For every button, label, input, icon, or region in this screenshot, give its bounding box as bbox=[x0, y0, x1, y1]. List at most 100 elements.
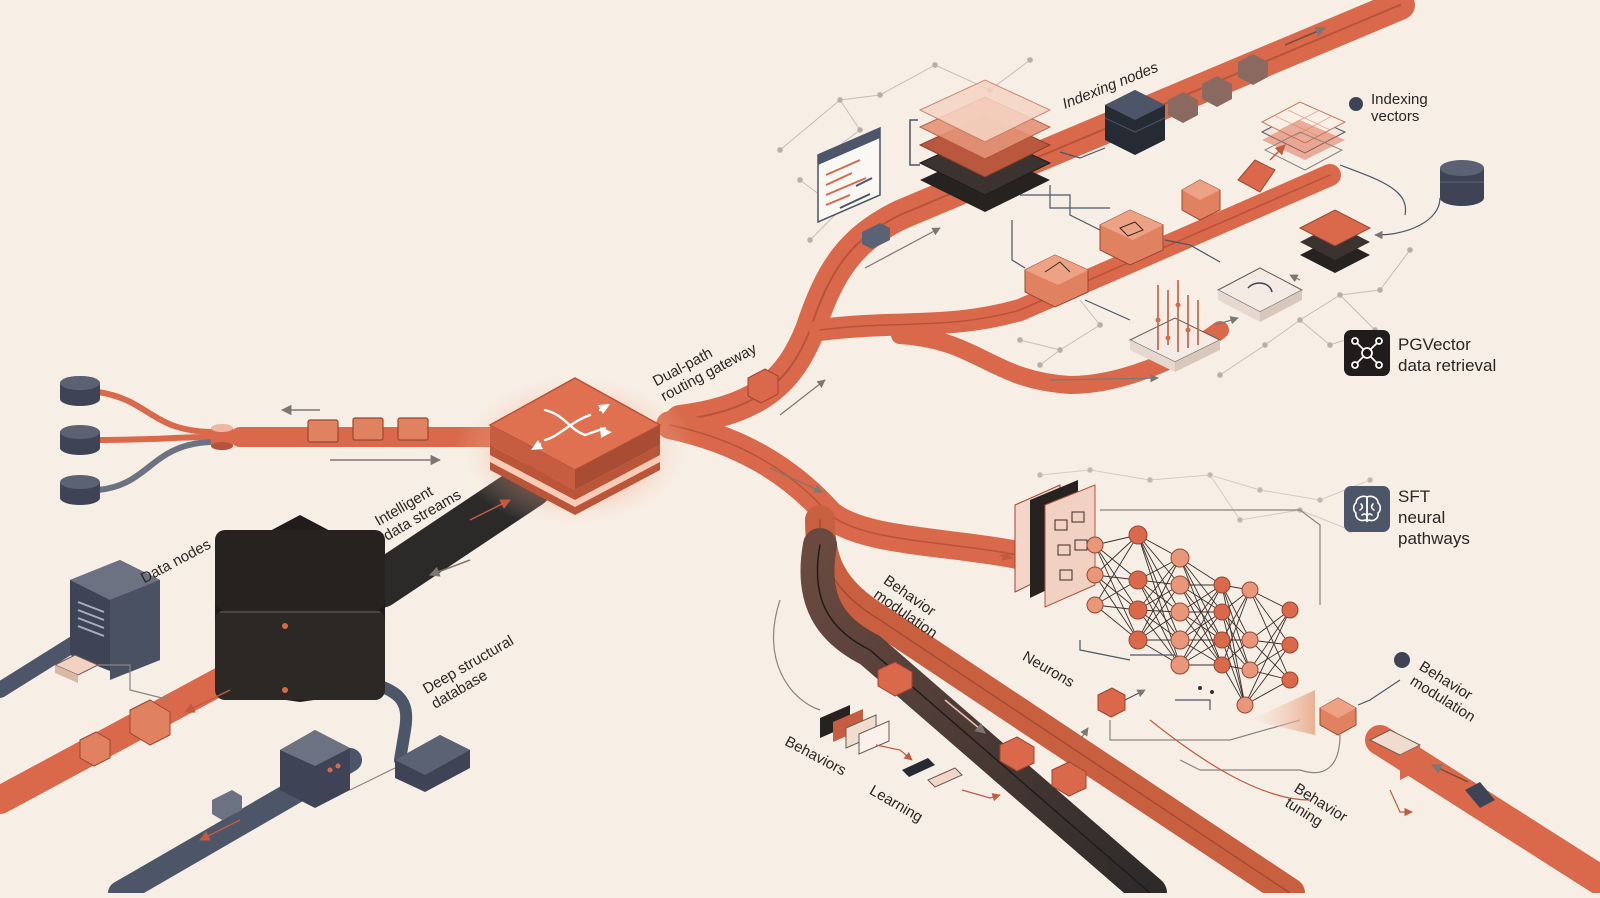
flow-arrow bbox=[184, 689, 231, 713]
neuron-connection bbox=[1179, 584, 1223, 666]
connector-line bbox=[1049, 185, 1110, 209]
gateway-box bbox=[280, 730, 350, 808]
neuron-connection bbox=[1137, 557, 1181, 641]
neuron-connection bbox=[1137, 557, 1181, 611]
flow-arrow bbox=[769, 467, 823, 493]
data-server-tower bbox=[70, 560, 160, 680]
layer-panels bbox=[1014, 480, 1096, 608]
neuron-brackets bbox=[1079, 640, 1211, 710]
neural-network bbox=[1086, 525, 1299, 714]
network-switch bbox=[395, 735, 470, 792]
process-cubes bbox=[1024, 179, 1221, 308]
neuron-node bbox=[1170, 575, 1190, 595]
neuron-node bbox=[1170, 630, 1190, 650]
ellipsis-dot bbox=[1198, 686, 1202, 690]
database-icon bbox=[60, 475, 100, 505]
connector-line bbox=[1109, 719, 1301, 741]
pipe-packets bbox=[747, 223, 890, 404]
small-stack bbox=[1298, 209, 1372, 273]
vector-grid-plate bbox=[1260, 101, 1347, 171]
flow-arrow bbox=[469, 499, 511, 521]
pipe-packets bbox=[79, 699, 171, 767]
connector-line bbox=[1339, 164, 1407, 216]
behavior-cards bbox=[820, 705, 890, 755]
neuron-node bbox=[1128, 525, 1148, 545]
neuron-connection bbox=[1179, 611, 1223, 666]
neuron-node bbox=[1281, 601, 1299, 619]
vector-bar-plate bbox=[1128, 280, 1222, 372]
network-hub-icon bbox=[1351, 337, 1383, 369]
connector-line bbox=[1124, 689, 1146, 701]
pipe-packets bbox=[1168, 54, 1268, 123]
flow-arrow bbox=[779, 379, 826, 416]
bracket-line bbox=[909, 119, 920, 166]
frame-line bbox=[1100, 509, 1321, 605]
envelope-packet bbox=[212, 790, 242, 820]
label-sft-neural-pathways: SFT neural pathways bbox=[1398, 487, 1470, 548]
neuron-connection bbox=[1249, 589, 1291, 681]
neuron-node bbox=[1281, 636, 1299, 654]
connector-line bbox=[1389, 789, 1413, 817]
routing-diamond bbox=[1237, 159, 1276, 193]
modulation-cube bbox=[1319, 697, 1357, 736]
neuron-connection bbox=[1137, 534, 1181, 613]
indexing-vectors-dot bbox=[1349, 97, 1363, 111]
neuron-connection bbox=[1244, 679, 1291, 706]
neuron-connection bbox=[1137, 579, 1181, 666]
flow-arrow bbox=[961, 789, 1001, 802]
neuron-connection bbox=[1179, 584, 1223, 641]
sft-icon-box bbox=[1344, 486, 1390, 532]
database-icon bbox=[60, 376, 100, 406]
neuron-connection bbox=[1221, 589, 1251, 666]
neuron-connection bbox=[1094, 534, 1139, 576]
flow-arrow bbox=[875, 744, 913, 761]
retrieval-panel bbox=[1216, 267, 1304, 322]
neuron-connection bbox=[1137, 534, 1181, 586]
label-pgvector-data-retrieval: PGVector data retrieval bbox=[1398, 335, 1497, 375]
neuron-node bbox=[1086, 566, 1104, 584]
neuron-node bbox=[1086, 536, 1104, 554]
neuron-connection bbox=[1221, 639, 1246, 706]
brain-icon bbox=[1352, 495, 1382, 523]
flow-arrow bbox=[944, 699, 986, 734]
connector-line bbox=[1149, 719, 1311, 801]
neuron-connection bbox=[1221, 584, 1251, 641]
neuron-connection bbox=[1094, 534, 1139, 606]
ellipsis-dot bbox=[1210, 690, 1214, 694]
flow-arrow bbox=[1431, 764, 1469, 783]
source-databases bbox=[60, 376, 442, 505]
constellation-lines-neural bbox=[1037, 467, 1373, 533]
database-icon bbox=[60, 425, 100, 455]
document-panel bbox=[817, 126, 881, 224]
connector-line bbox=[1179, 734, 1341, 774]
neuron-connection bbox=[1249, 639, 1291, 681]
data-packets bbox=[307, 417, 429, 443]
neuron-node bbox=[1213, 576, 1231, 594]
flow-arrow bbox=[199, 819, 241, 841]
indexing-servers bbox=[1104, 90, 1166, 155]
behavior-modulation-dot bbox=[1394, 652, 1410, 668]
neuron-connection bbox=[1244, 609, 1291, 706]
routing-gateway bbox=[455, 370, 695, 530]
neuron-node bbox=[1128, 600, 1148, 620]
connector-line bbox=[1059, 147, 1106, 159]
neuron-connection bbox=[1249, 609, 1291, 671]
output-funnel bbox=[1250, 690, 1315, 735]
constellation-lines-right bbox=[1017, 247, 1413, 378]
flow-arrow bbox=[1289, 274, 1301, 283]
neuron-node bbox=[1086, 596, 1104, 614]
neuron-node bbox=[1170, 602, 1190, 622]
router-arrows-icon bbox=[531, 403, 612, 450]
connector-line bbox=[349, 767, 396, 791]
learning-chips bbox=[902, 758, 963, 788]
connector-line bbox=[1357, 679, 1401, 706]
neuron-node bbox=[1213, 603, 1231, 621]
top-right-database bbox=[1440, 160, 1484, 206]
flow-arrow bbox=[1049, 373, 1159, 383]
flow-arrow bbox=[429, 559, 471, 577]
neuron-node bbox=[1241, 631, 1259, 649]
neuron-connection bbox=[1244, 644, 1291, 706]
